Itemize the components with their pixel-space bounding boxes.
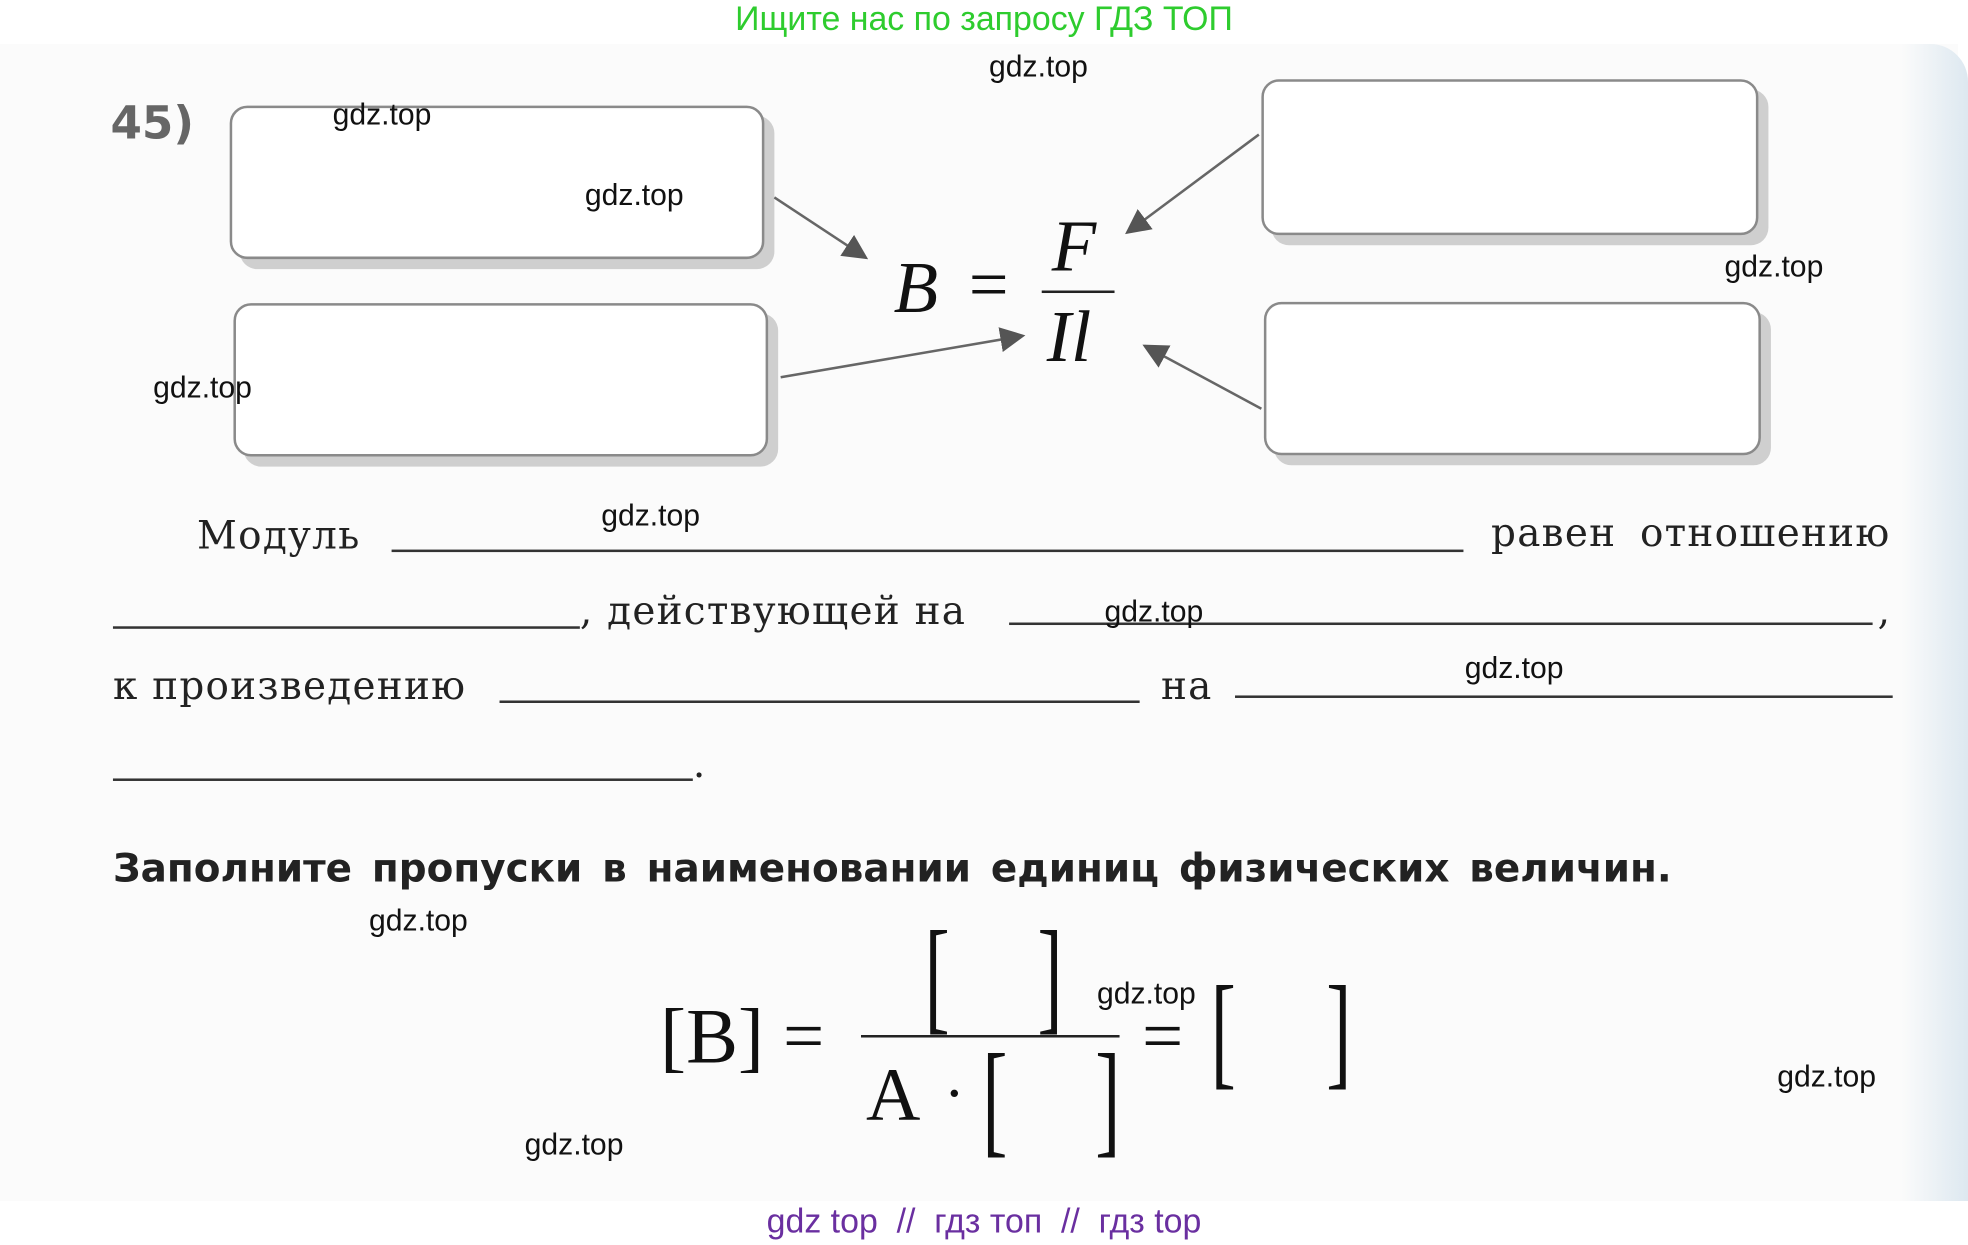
units-equals-1: = xyxy=(783,994,825,1077)
numerator-bracket-left[interactable]: [ xyxy=(924,905,950,1046)
watermark: gdz.top xyxy=(524,1128,624,1163)
task-number: 45) xyxy=(110,98,194,150)
text-modul: Модуль xyxy=(197,513,361,559)
result-bracket-right[interactable]: ] xyxy=(1326,960,1352,1101)
watermark: gdz.top xyxy=(989,50,1088,85)
watermark: gdz.top xyxy=(368,904,468,939)
arrow-to-l xyxy=(1142,344,1262,410)
answer-box-bottom-right[interactable] xyxy=(1263,301,1761,456)
arrow-to-f xyxy=(1125,133,1260,235)
top-banner: Ищите нас по запросу ГДЗ ТОП xyxy=(735,0,1233,38)
units-dot: · xyxy=(943,1057,965,1129)
instruction: Заполните пропуски в наименовании единиц… xyxy=(112,846,1672,892)
watermark: gdz.top xyxy=(1104,594,1204,629)
text-comma: , xyxy=(1877,588,1892,634)
blank-6[interactable] xyxy=(112,778,693,781)
units-b: [B] xyxy=(660,994,764,1081)
answer-box-top-left[interactable] xyxy=(229,105,765,260)
watermark: gdz.top xyxy=(153,370,252,405)
blank-5[interactable] xyxy=(1235,695,1893,698)
formula-numerator: F xyxy=(1051,204,1097,287)
arrow-to-b xyxy=(773,196,869,260)
text-na: на xyxy=(1160,664,1213,710)
page-edge xyxy=(1901,44,1968,1202)
formula-lhs: B xyxy=(893,246,939,329)
result-bracket-left[interactable]: [ xyxy=(1210,960,1236,1101)
fraction-bar xyxy=(1041,290,1115,294)
blank-4[interactable] xyxy=(499,700,1140,703)
answer-box-top-right[interactable] xyxy=(1261,79,1759,236)
blank-3[interactable] xyxy=(1009,622,1873,626)
denominator-bracket-right[interactable]: ] xyxy=(1095,1028,1121,1169)
formula-denominator: Il xyxy=(1046,295,1092,378)
arrow-to-i xyxy=(780,327,1026,379)
text-raven: равен отношению xyxy=(1491,510,1891,556)
watermark: gdz.top xyxy=(601,499,701,534)
units-equals-2: = xyxy=(1142,994,1184,1077)
blank-2[interactable] xyxy=(112,626,580,629)
watermark: gdz.top xyxy=(1777,1060,1877,1095)
numerator-bracket-right[interactable]: ] xyxy=(1037,905,1063,1046)
watermark: gdz.top xyxy=(584,178,684,213)
text-deystvuyushchey: , действующей на xyxy=(579,588,967,634)
answer-box-bottom-left[interactable] xyxy=(233,303,769,457)
arrows xyxy=(773,133,1262,410)
footer-links: gdz top // гдз топ // гдз top xyxy=(766,1202,1202,1240)
watermark: gdz.top xyxy=(332,98,432,133)
watermark: gdz.top xyxy=(1096,977,1196,1012)
formula-equals: = xyxy=(968,246,1009,325)
watermark: gdz.top xyxy=(1724,250,1824,285)
watermark: gdz.top xyxy=(1464,651,1564,686)
units-fraction-bar xyxy=(860,1035,1120,1038)
denominator-bracket-left[interactable]: [ xyxy=(982,1028,1008,1169)
units-lhs: [B] xyxy=(660,994,764,1083)
blank-1[interactable] xyxy=(391,549,1464,553)
units-ampere: A xyxy=(866,1052,921,1136)
text-k-proizvedeniyu: к произведению xyxy=(112,664,467,710)
text-period: . xyxy=(692,741,707,788)
